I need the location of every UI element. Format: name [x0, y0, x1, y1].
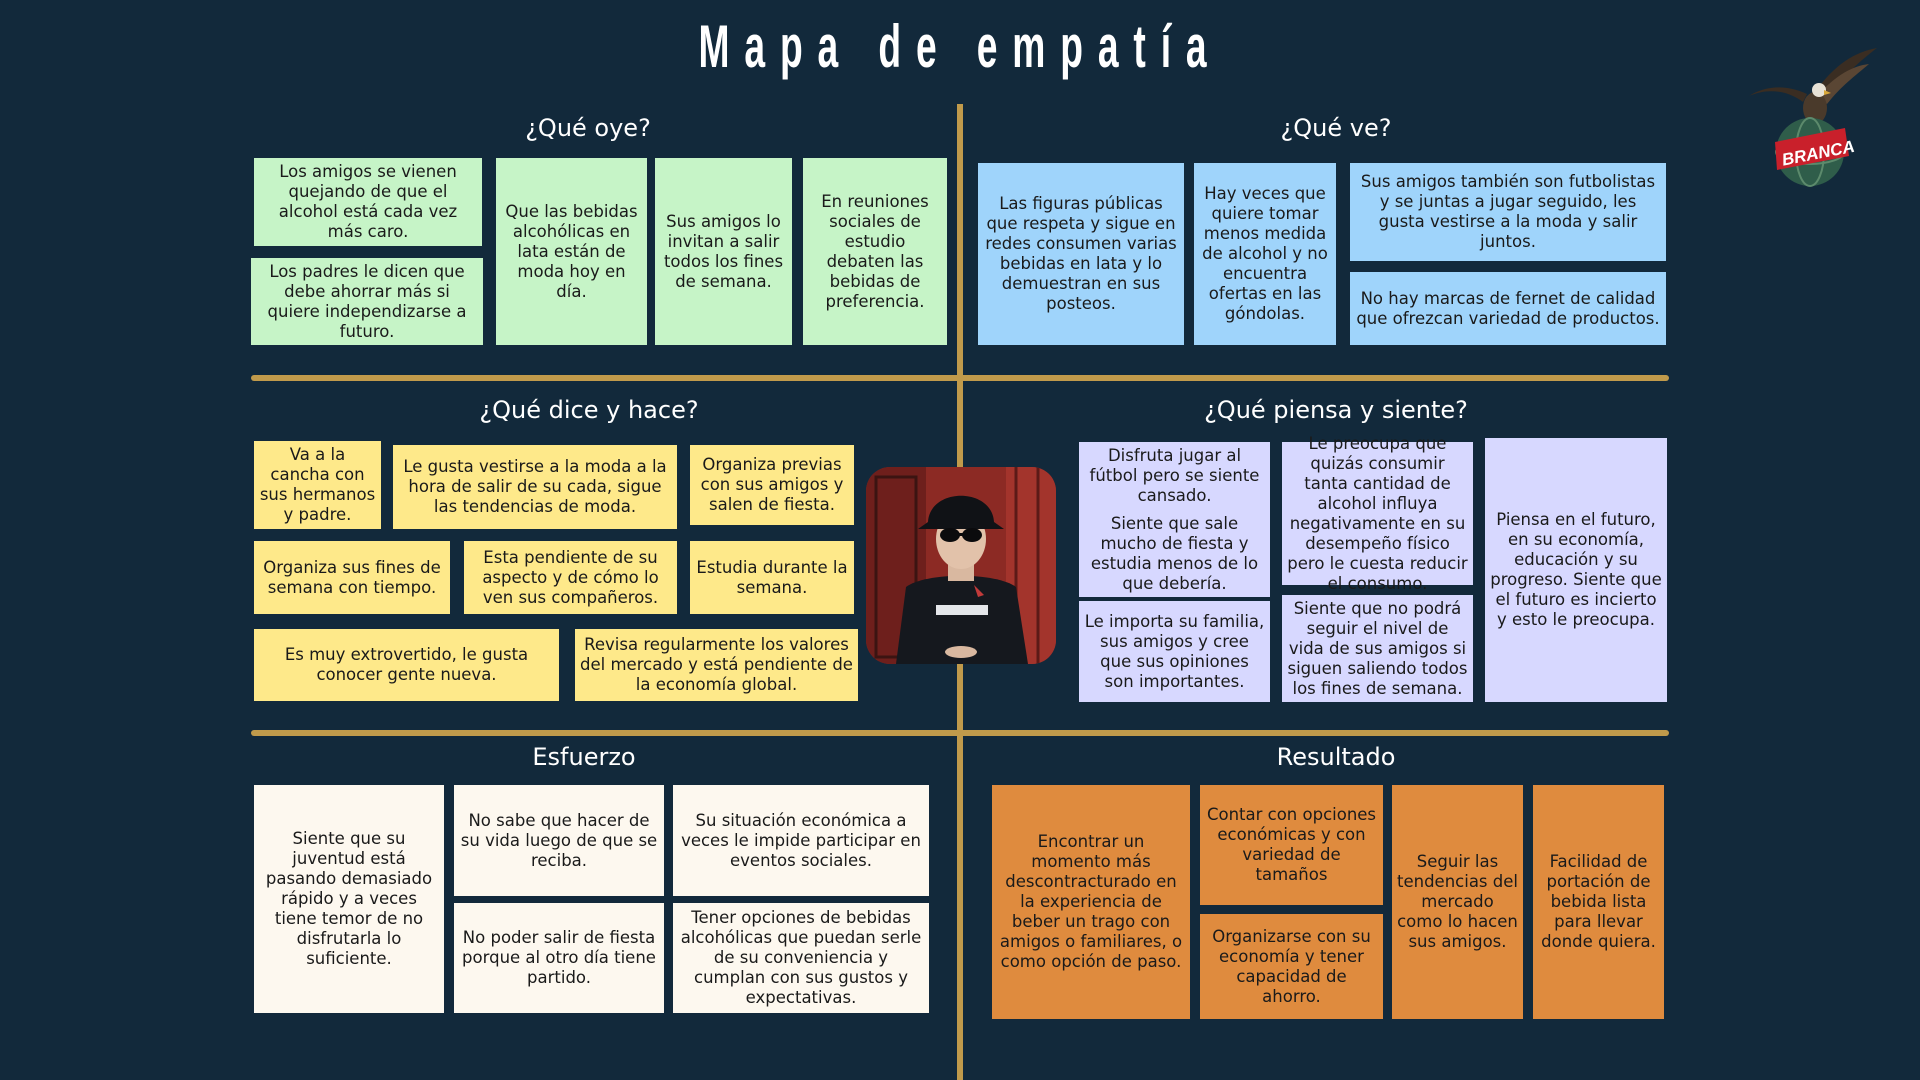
note-ve-3: Sus amigos también son futbolistas y se …	[1350, 163, 1666, 261]
note-piensa-4: Le importa su familia, sus amigos y cree…	[1079, 601, 1270, 702]
note-piensa-1-line-b: Siente que sale mucho de fiesta y estudi…	[1090, 514, 1259, 593]
section-title-dice: ¿Qué dice y hace?	[479, 396, 699, 424]
horizontal-divider-top	[251, 375, 1669, 381]
note-oye-3: Que las bebidas alcohólicas en lata está…	[496, 158, 647, 345]
note-piensa-1: Disfruta jugar al fútbol pero se siente …	[1079, 442, 1270, 597]
note-ve-2: Hay veces que quiere tomar menos medida …	[1194, 163, 1336, 345]
section-title-resultado: Resultado	[1276, 743, 1396, 771]
note-resultado-2: Contar con opciones económicas y con var…	[1200, 785, 1383, 905]
note-dice-2: Le gusta vestirse a la moda a la hora de…	[393, 445, 677, 529]
note-esfuerzo-2: No sabe que hacer de su vida luego de qu…	[454, 785, 664, 896]
note-dice-6: Estudia durante la semana.	[690, 541, 854, 614]
note-esfuerzo-4: No poder salir de fiesta porque al otro …	[454, 903, 664, 1013]
note-oye-1: Los amigos se vienen quejando de que el …	[254, 158, 482, 246]
note-dice-8: Revisa regularmente los valores del merc…	[575, 629, 858, 701]
page-title: Mapa de empatía	[698, 13, 1222, 80]
note-resultado-3: Organizarse con su economía y tener capa…	[1200, 914, 1383, 1019]
section-title-esfuerzo: Esfuerzo	[532, 743, 636, 771]
note-ve-1: Las figuras públicas que respeta y sigue…	[978, 163, 1184, 345]
section-title-oye: ¿Qué oye?	[525, 114, 651, 142]
note-oye-5: En reuniones sociales de estudio debaten…	[803, 158, 947, 345]
note-dice-5: Esta pendiente de su aspecto y de cómo l…	[464, 541, 677, 614]
note-resultado-4: Seguir las tendencias del mercado como l…	[1392, 785, 1523, 1019]
note-dice-4: Organiza sus fines de semana con tiempo.	[254, 541, 450, 614]
note-esfuerzo-1: Siente que su juventud está pasando dema…	[254, 785, 444, 1013]
note-dice-3: Organiza previas con sus amigos y salen …	[690, 445, 854, 525]
section-title-ve: ¿Qué ve?	[1280, 114, 1392, 142]
note-ve-4: No hay marcas de fernet de calidad que o…	[1350, 272, 1666, 345]
branca-logo: BRANCA	[1745, 24, 1880, 194]
horizontal-divider-bottom	[251, 730, 1669, 736]
section-title-piensa: ¿Qué piensa y siente?	[1204, 396, 1468, 424]
note-dice-1: Va a la cancha con sus hermanos y padre.	[254, 441, 381, 529]
note-oye-4: Sus amigos lo invitan a salir todos los …	[655, 158, 792, 345]
note-dice-7: Es muy extrovertido, le gusta conocer ge…	[254, 629, 559, 701]
note-resultado-5: Facilidad de portación de bebida lista p…	[1533, 785, 1664, 1019]
note-oye-2: Los padres le dicen que debe ahorrar más…	[251, 258, 483, 345]
note-esfuerzo-3: Su situación económica a veces le impide…	[673, 785, 929, 896]
note-esfuerzo-5: Tener opciones de bebidas alcohólicas qu…	[673, 903, 929, 1013]
note-piensa-3: Piensa en el futuro, en su economía, edu…	[1485, 438, 1667, 702]
persona-photo	[866, 467, 1056, 664]
note-piensa-1-line-a: Disfruta jugar al fútbol pero se siente …	[1089, 446, 1260, 505]
note-piensa-5: Siente que no podrá seguir el nivel de v…	[1282, 595, 1473, 702]
note-piensa-2: Le preocupa que quizás consumir tanta ca…	[1282, 434, 1473, 593]
note-resultado-1: Encontrar un momento más descontracturad…	[992, 785, 1190, 1019]
